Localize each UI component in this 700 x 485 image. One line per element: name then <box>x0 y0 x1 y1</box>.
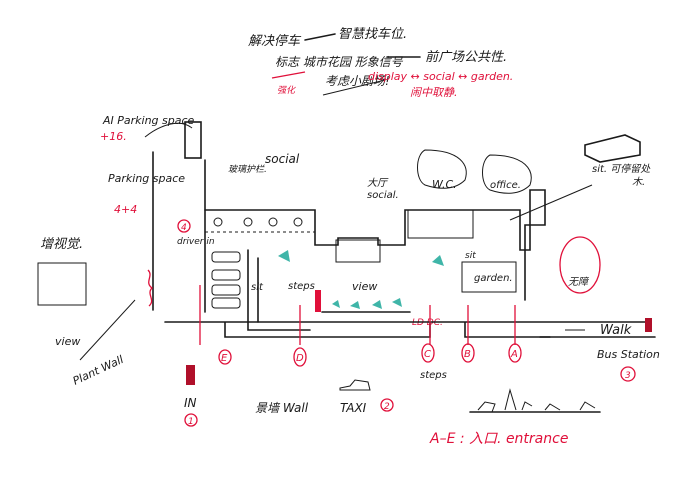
underline <box>322 79 386 96</box>
plant-wall-mark <box>147 269 153 307</box>
parking-space-count: 4+4 <box>114 203 137 216</box>
car-in-icon <box>186 365 195 385</box>
accessible-label: 无障 <box>568 276 590 288</box>
glass-rail-label: 玻璃护栏. <box>228 164 267 175</box>
social-top-label: social <box>265 152 300 166</box>
garden-bed <box>461 261 517 293</box>
entrance-a: A <box>510 349 518 360</box>
bench-box <box>584 134 641 163</box>
arrow <box>79 299 136 361</box>
entrance-legend: A–E : 入口. entrance <box>429 431 568 447</box>
num1-label: 1 <box>188 417 194 427</box>
parked-cars <box>211 251 241 309</box>
seating-elements <box>477 388 596 413</box>
note-city-garden: 标志 城市花园 形象信号 <box>275 55 404 69</box>
visual-board <box>37 262 87 306</box>
visual-label: 增视觉. <box>40 237 83 252</box>
accessible-circle <box>559 236 601 294</box>
sit-stay-label: sit. 可停留处 <box>592 163 651 175</box>
num2-label: 2 <box>384 402 390 412</box>
ai-parking-count: +16. <box>100 130 127 143</box>
entrance-c: C <box>424 349 431 360</box>
note-emphasize: 强化 <box>277 85 296 96</box>
num2-circle <box>380 398 394 412</box>
view-left-label: view <box>55 335 80 348</box>
hall-label: 大厅 <box>367 177 389 189</box>
hall-social-label: social. <box>367 190 399 201</box>
arrow <box>304 33 336 41</box>
trees <box>213 217 303 227</box>
entrance-b: B <box>464 349 471 360</box>
num1-circle <box>184 413 198 427</box>
pedestrian-icon <box>645 318 652 332</box>
steps-inner-label: steps <box>288 281 315 292</box>
view-center-label: view <box>352 280 377 293</box>
taxi-icon <box>339 379 371 391</box>
note-smart-parking: 智慧找车位. <box>338 26 407 42</box>
arrow <box>509 184 593 221</box>
ai-parking-label: AI Parking space <box>102 114 195 127</box>
sit-left-label: sit <box>251 282 264 293</box>
ld-dc-label: LD DC. <box>412 318 443 328</box>
parking-walls <box>152 151 206 313</box>
driver-in-label: driver in <box>177 237 215 247</box>
entrance-markers <box>199 285 522 367</box>
sit-area <box>247 249 311 331</box>
wc-cloud <box>417 149 467 189</box>
glass-shards <box>278 250 444 309</box>
building-outline <box>204 189 546 301</box>
taxi-label: TAXI <box>340 401 367 415</box>
arrow <box>144 122 193 138</box>
note-parking: 解决停车 <box>248 34 302 49</box>
num4-circle <box>177 219 191 233</box>
entrance-d: D <box>296 353 304 364</box>
underline <box>271 71 306 79</box>
steps-mark <box>315 290 321 312</box>
view-box <box>335 239 381 263</box>
garden-label: garden. <box>474 273 513 284</box>
note-public-plaza: 前广场公共性. <box>425 50 507 65</box>
num4-label: 4 <box>181 223 187 233</box>
in-label: IN <box>184 396 197 410</box>
note-theater: 考虑小剧场! <box>325 74 390 88</box>
office-cloud <box>482 154 532 194</box>
bus-station-label: Bus Station <box>597 348 660 361</box>
wood-label: 木. <box>632 176 645 188</box>
plant-wall-label: Plant Wall <box>71 353 126 388</box>
wc-label: W.C. <box>432 178 457 191</box>
steps-bottom-label: steps <box>420 370 447 381</box>
garden-bed-top <box>407 209 474 239</box>
walk-label: Walk <box>600 323 632 338</box>
note-concept: display ↔ social ↔ garden. <box>368 70 513 83</box>
ai-parking-box <box>184 121 202 159</box>
parking-space-label: Parking space <box>108 172 185 185</box>
num3-label: 3 <box>625 371 631 381</box>
entrance-e: E <box>221 353 228 364</box>
office-label: office. <box>490 180 521 191</box>
note-quiet: 闹中取静. <box>410 86 458 99</box>
num3-circle <box>620 366 636 382</box>
sit-garden-label: sit <box>465 251 476 261</box>
landscape-wall-label: 景墙 Wall <box>255 401 309 415</box>
